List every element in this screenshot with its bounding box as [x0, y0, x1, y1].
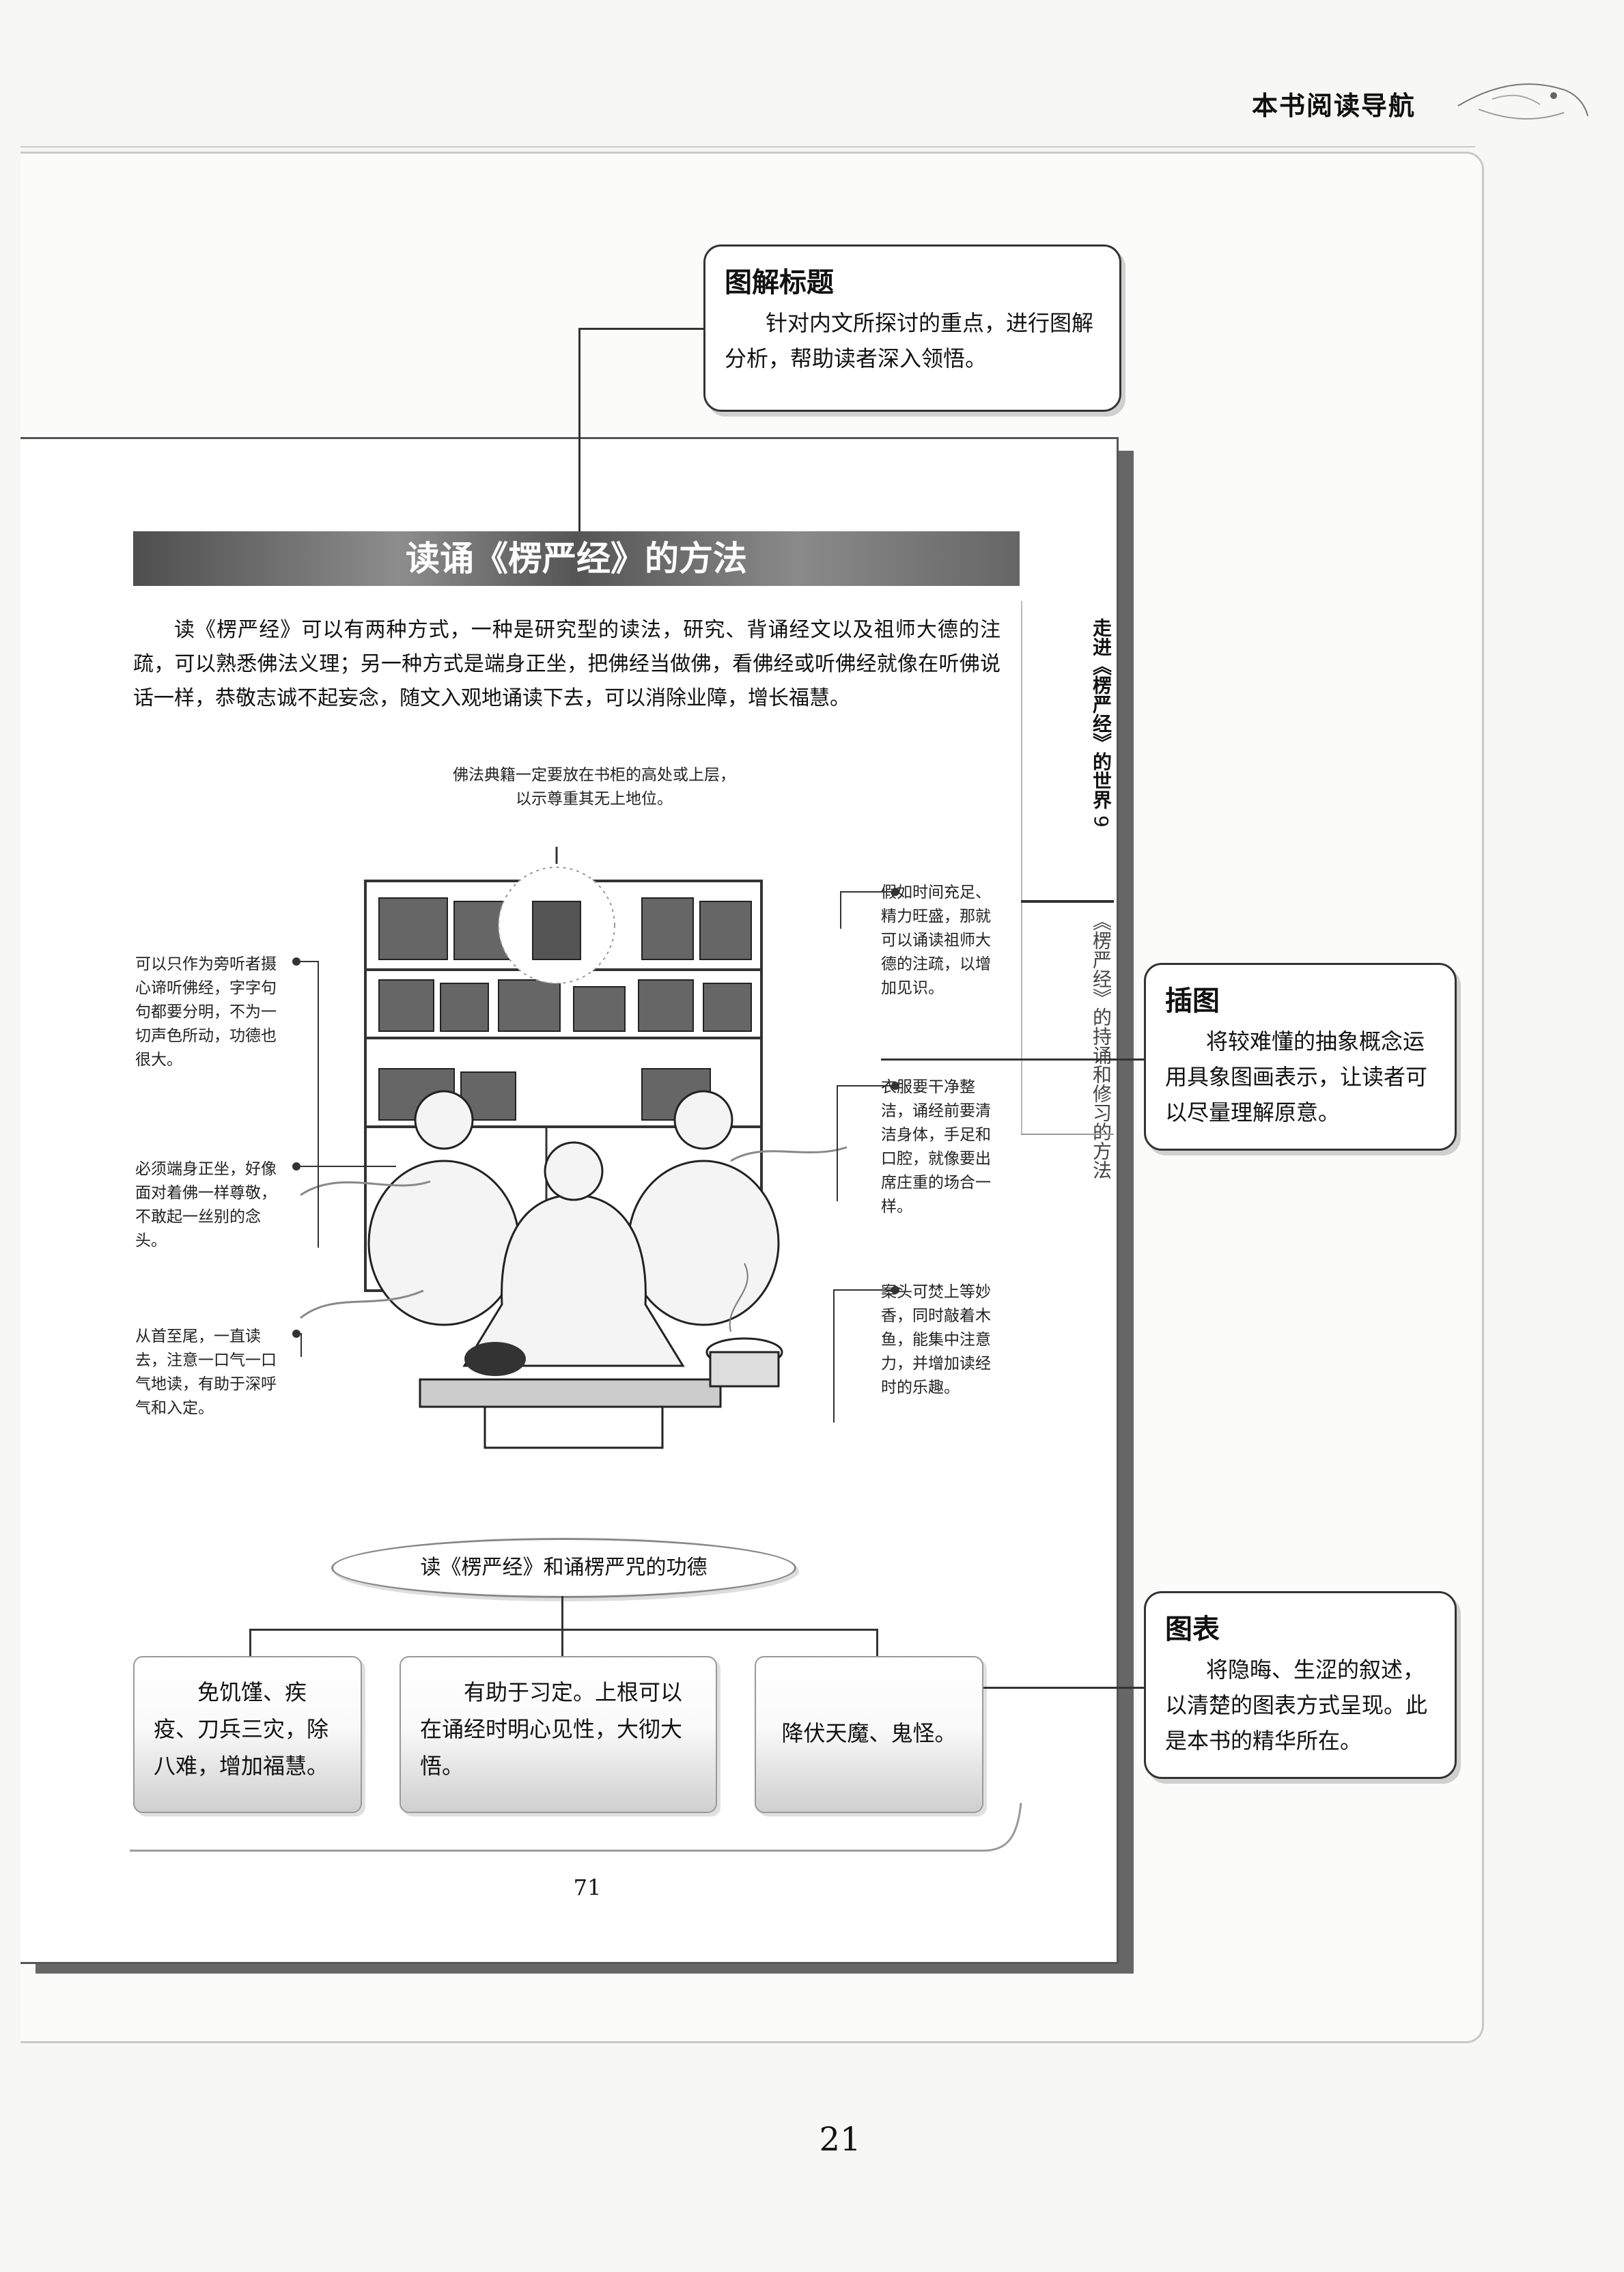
pointer-dot	[292, 1162, 300, 1170]
merit-title: 读《楞严经》和诵楞严咒的功德	[331, 1538, 796, 1598]
callout-title-heading: 图解标题	[725, 267, 834, 298]
pointer-line	[837, 1085, 838, 1201]
monks-reading-illustration	[300, 847, 848, 1449]
callout-chart: 图表 将隐晦、生涩的叙述，以清楚的图表方式呈现。此是本书的精华所在。	[1144, 1591, 1457, 1779]
side-tab-chapter-text: 走进《楞严经》的世界	[1090, 618, 1112, 809]
tree-line	[876, 1629, 878, 1656]
side-tab-rule	[1021, 900, 1114, 903]
pointer-line	[840, 891, 891, 893]
callout-title-body: 针对内文所探讨的重点，进行图解分析，帮助读者深入领悟。	[725, 310, 1094, 371]
callout-illustration: 插图 将较难懂的抽象概念运用具象图画表示，让读者可以尽量理解原意。	[1144, 963, 1457, 1151]
page-bottom-rule	[130, 1803, 1022, 1852]
callout-title: 图解标题 针对内文所探讨的重点，进行图解分析，帮助读者深入领悟。	[703, 244, 1121, 412]
connector	[983, 1687, 1144, 1689]
tree-line	[561, 1629, 563, 1656]
callout-chart-heading: 图表	[1165, 1614, 1220, 1645]
side-tab-divider	[1021, 601, 1022, 1134]
side-tab-rule	[1021, 1134, 1114, 1135]
connector	[578, 328, 580, 533]
inner-page-number: 71	[573, 1875, 602, 1901]
pointer-line	[300, 1333, 302, 1357]
tree-line	[249, 1629, 251, 1656]
pointer-line	[300, 1166, 396, 1167]
page-heading: 读诵《楞严经》的方法	[406, 539, 747, 578]
note-left-1: 可以只作为旁听者摄心谛听佛经，字字句句都要分明，不为一切声色所动，功德也很大。	[135, 955, 277, 1069]
pointer-dot	[292, 957, 300, 966]
note-right-1: 假如时间充足、精力旺盛，那就可以诵读祖师大德的注疏，以增加见识。	[881, 884, 991, 997]
pointer-line	[318, 961, 319, 1248]
intro-paragraph: 读《楞严经》可以有两种方式，一种是研究型的读法，研究、背诵经文以及祖师大德的注疏…	[133, 618, 1000, 710]
side-tab-section: 《楞严经》的持诵和修习的方法	[1090, 912, 1112, 1179]
pointer-line	[833, 1289, 891, 1291]
merit-box-2: 有助于习定。上根可以在诵经时明心见性，大彻大悟。	[400, 1656, 717, 1813]
callout-chart-body: 将隐晦、生涩的叙述，以清楚的图表方式呈现。此是本书的精华所在。	[1165, 1657, 1428, 1754]
connector	[578, 328, 703, 330]
page-number: 21	[819, 2120, 861, 2159]
header-rule	[20, 146, 1475, 148]
merit-box-3: 降伏天魔、鬼怪。	[755, 1656, 983, 1813]
callout-illustration-heading: 插图	[1165, 985, 1220, 1017]
side-tab-chapter: 走进《楞严经》的世界 9	[1021, 618, 1112, 828]
tree-line	[249, 1629, 878, 1631]
connector	[881, 1058, 1144, 1061]
title-banner	[133, 531, 1020, 586]
pointer-dot	[292, 1330, 300, 1338]
note-right-2: 衣服要干净整洁，诵经前要清洁身体，手足和口腔，就像要出席庄重的场合一样。	[881, 1078, 991, 1216]
pointer-line	[300, 961, 318, 962]
note-right-3: 案头可焚上等妙香，同时敲着木鱼，能集中注意力，并增加读经时的乐趣。	[881, 1283, 991, 1397]
header-title: 本书阅读导航	[1251, 91, 1416, 121]
callout-illustration-body: 将较难懂的抽象概念运用具象图画表示，让读者可以尽量理解原意。	[1165, 1028, 1428, 1125]
note-left-2: 必须端身正坐，好像面对着佛一样尊敬，不敢起一丝别的念头。	[135, 1160, 277, 1250]
merit-box-1: 免饥馑、疾疫、刀兵三灾，除八难，增加福慧。	[133, 1656, 362, 1813]
pointer-line	[837, 1085, 891, 1086]
pointer-dot	[891, 1082, 899, 1090]
bird-ornament-icon	[1457, 83, 1588, 120]
pointer-line	[833, 1289, 835, 1422]
tree-line	[561, 1596, 563, 1630]
pointer-line	[840, 891, 841, 929]
note-top: 佛法典籍一定要放在书柜的高处或上层，以示尊重其无上地位。	[453, 766, 736, 808]
note-left-3: 从首至尾，一直读去，注意一口气一口气地读，有助于深呼气和入定。	[135, 1328, 277, 1417]
pointer-dot	[891, 1286, 899, 1294]
pointer-dot	[891, 888, 899, 896]
side-tab-chapter-no: 9	[1090, 815, 1112, 828]
